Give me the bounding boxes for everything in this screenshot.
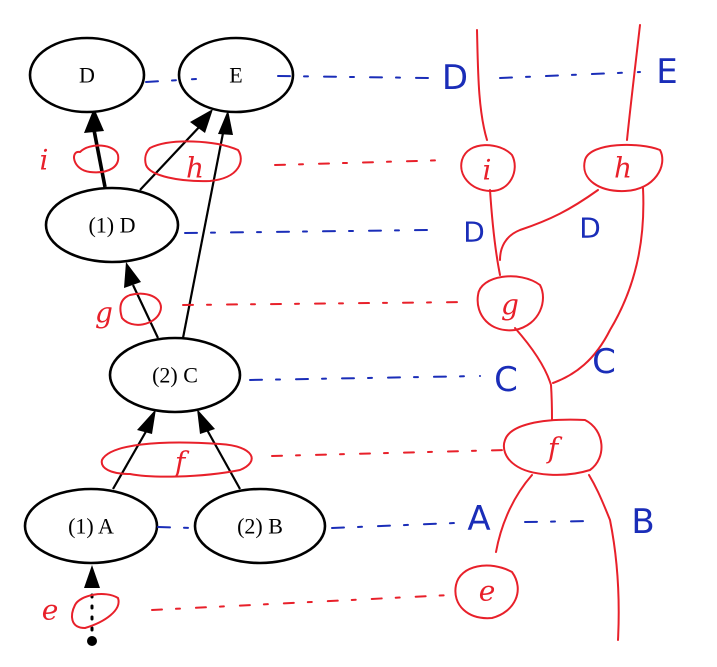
circle-label-h: h [614,152,632,185]
arrowhead-icon [218,110,233,135]
right-red-graph: i h g f e [454,24,664,641]
annotation-loop-h [144,140,242,183]
node-1A[interactable]: (1) A [23,487,159,565]
graph-edges [84,108,241,646]
circle-label-i: i [483,154,492,187]
node-2B[interactable]: (2) B [193,487,327,565]
label-C-right: C [592,342,616,382]
arrowhead-icon [197,409,215,434]
arrowhead-icon [190,109,213,133]
edge-1D-to-E [139,123,203,191]
edge-1A-to-2C [112,427,149,490]
node-1D[interactable]: (1) D [44,186,180,264]
edge-h-to-g [499,189,599,261]
strand-B [588,474,620,641]
label-B: B [631,502,654,542]
label-C-left: C [494,360,518,400]
arrowhead-icon [84,565,100,588]
node-label: (2) B [237,514,283,539]
annotation-loop-f [100,441,253,478]
circle-i[interactable] [460,144,516,193]
left-red-annotations: i h g f e [40,140,253,629]
label-A: A [467,499,490,539]
annotation-f: f [173,446,190,479]
annotation-loop-e [71,593,120,629]
circle-h[interactable] [583,143,664,193]
label-D-right: D [579,212,601,245]
node-label: (2) C [152,363,198,388]
node-label: (1) D [88,213,135,238]
circle-f[interactable] [502,418,603,476]
annotation-i: i [40,144,49,177]
right-blue-labels: D E D D C C A B [442,52,678,542]
edge-g-to-f [514,327,553,421]
node-2C[interactable]: (2) C [108,336,242,414]
start-dot [87,636,97,646]
edge-e-to-f [495,474,533,553]
annotation-h: h [186,152,204,185]
annotation-loop-i [73,144,120,174]
arrowhead-icon [124,262,141,288]
node-label: D [79,63,95,88]
edge-2B-to-2C [205,427,241,490]
circle-g[interactable] [476,275,544,332]
label-D-left: D [463,216,485,249]
edge-h-to-f [552,187,645,384]
annotation-loop-g [119,292,162,326]
node-E[interactable]: E [177,36,295,114]
circle-e[interactable] [454,564,519,620]
edge-1D-to-D [92,129,107,188]
edge-i-to-g [489,189,501,276]
annotation-e: e [42,594,59,627]
arrowhead-icon [137,409,156,434]
strand-E [626,24,641,141]
circle-label-f: f [546,432,563,465]
annotation-g: g [95,297,113,330]
circle-label-e: e [479,575,496,608]
node-label: (1) A [68,514,114,539]
graph-nodes: D E (1) D (2) C (1) A (2) B [23,36,327,565]
strand-D [476,29,488,141]
node-D[interactable]: D [28,36,146,114]
circle-label-g: g [501,289,519,322]
edge-2C-to-E [181,127,226,339]
node-label: E [229,63,242,88]
arrowhead-icon [84,108,104,133]
label-E-top: E [656,52,677,92]
label-D-top: D [442,58,468,98]
connector-lines [145,71,641,611]
